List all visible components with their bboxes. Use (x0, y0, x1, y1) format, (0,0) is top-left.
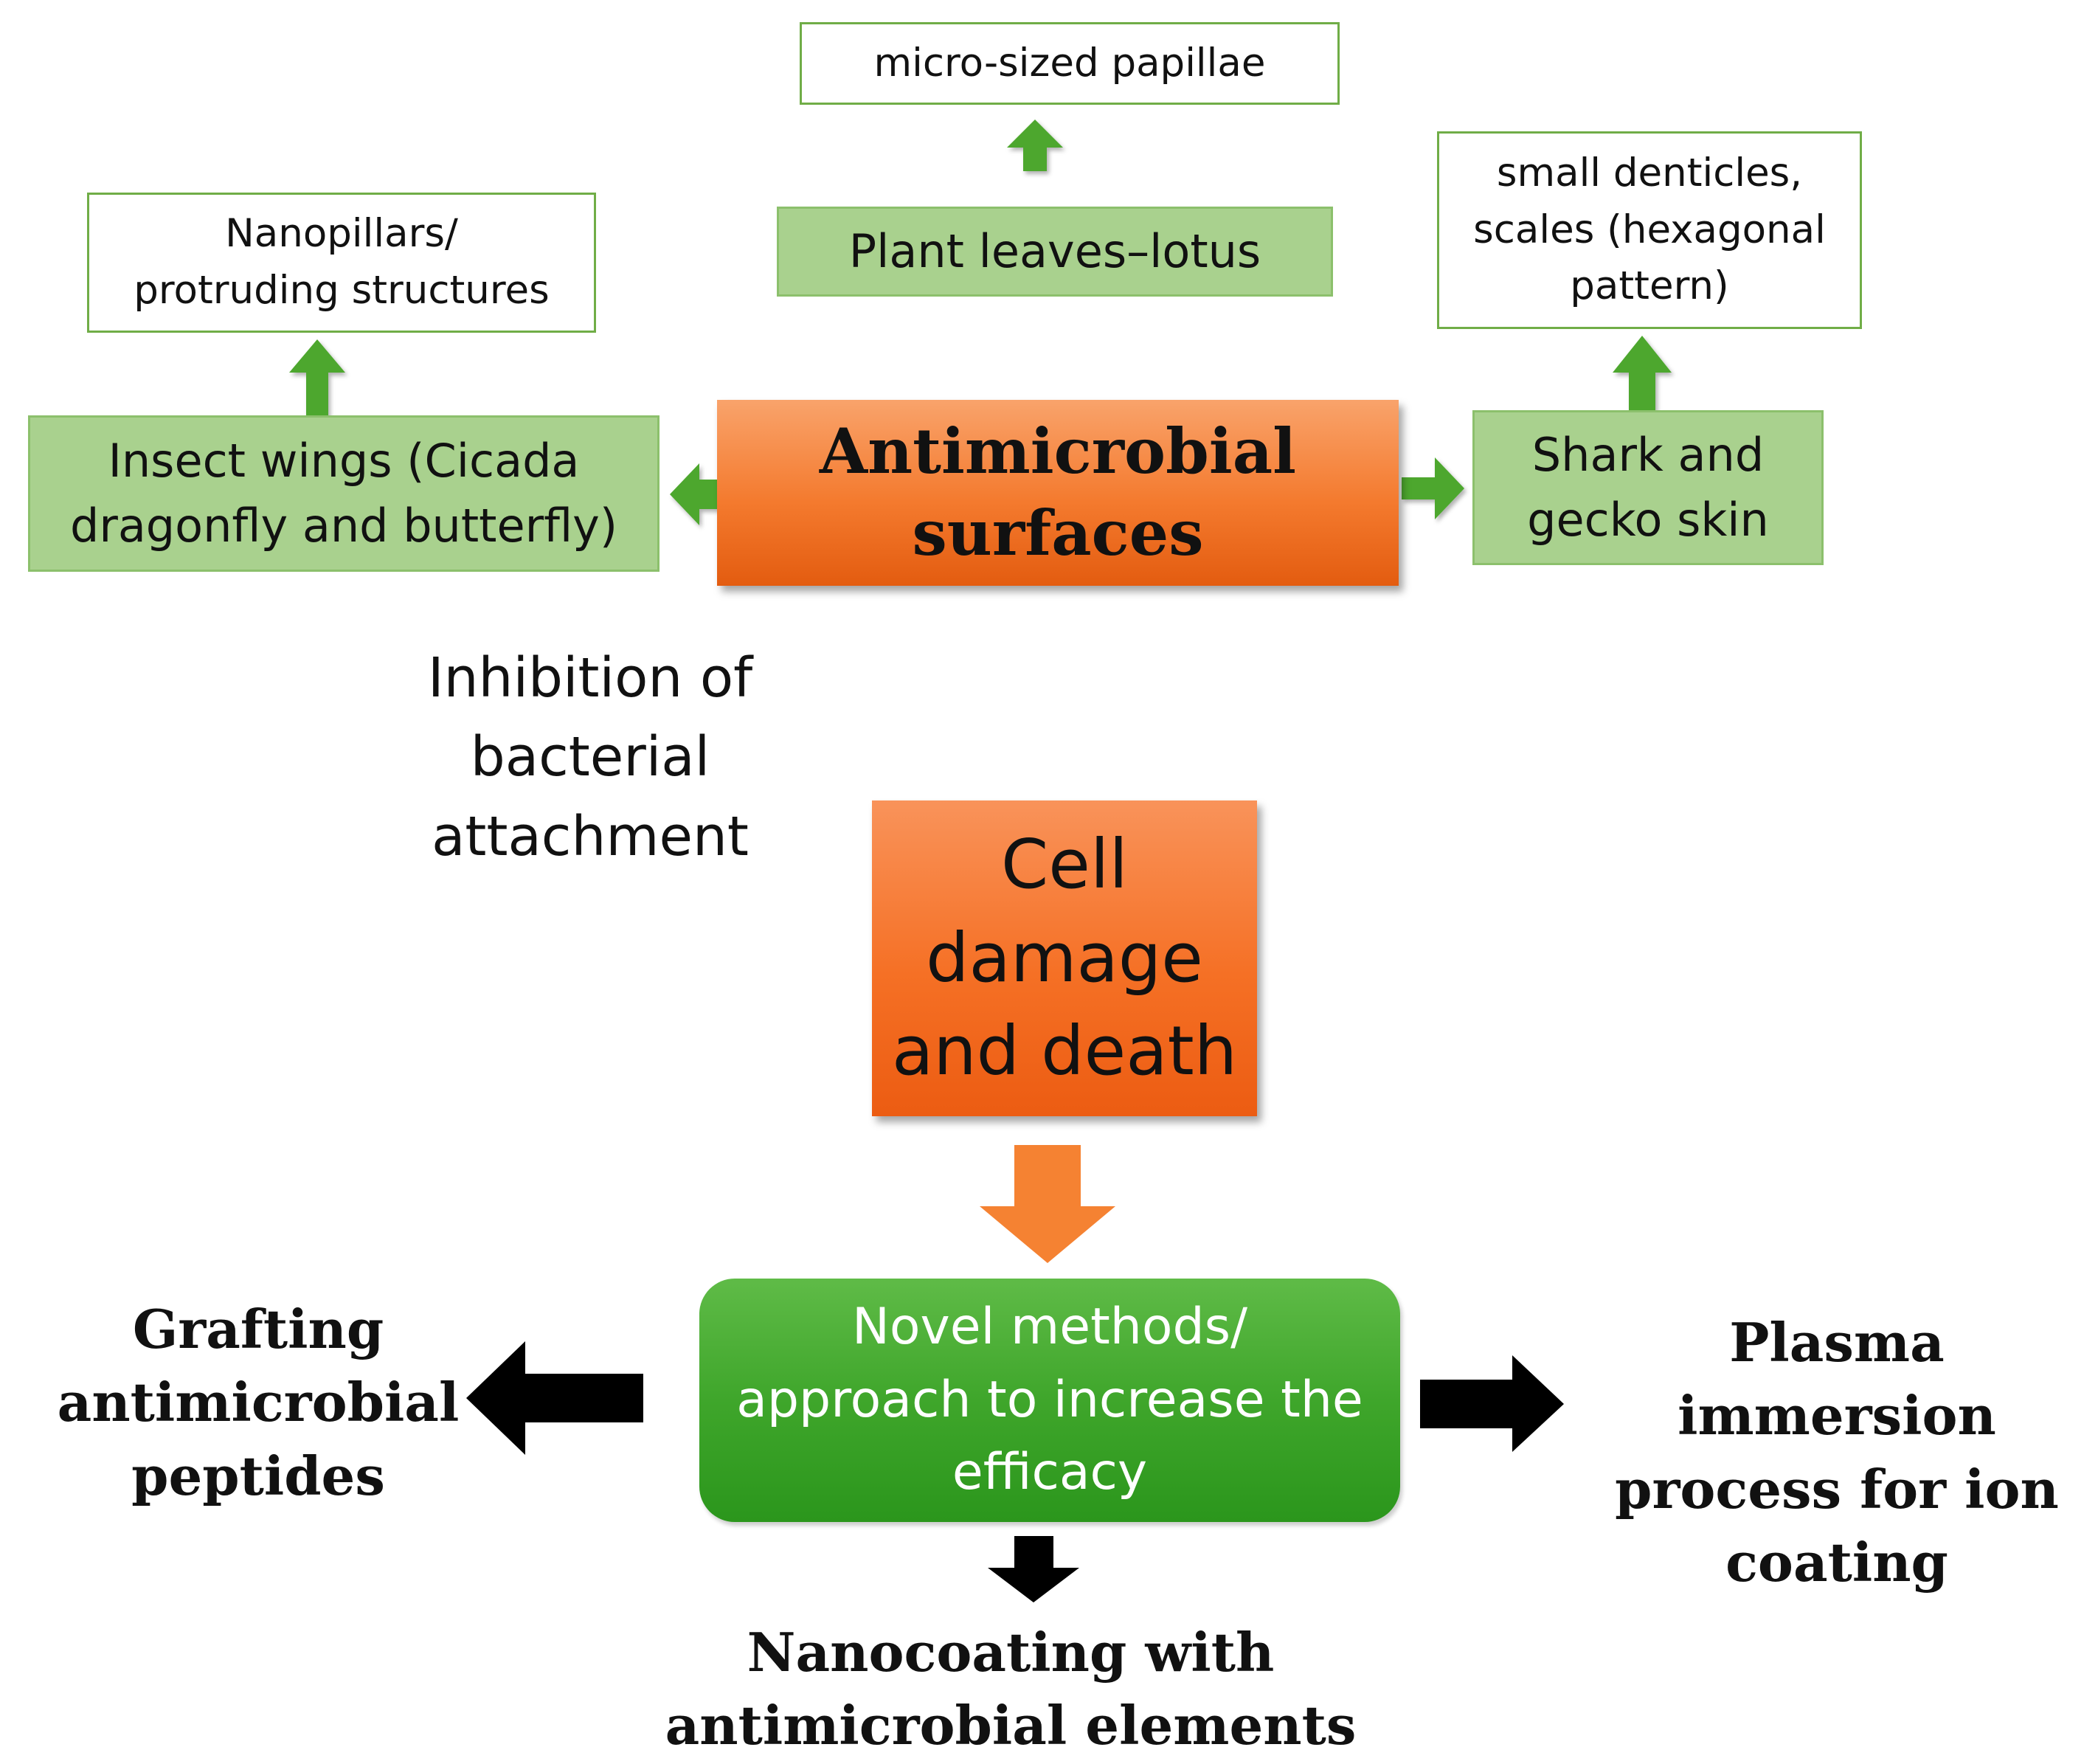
arrow-left-insect (670, 463, 723, 525)
antimicrobial-surfaces-box: Antimicrobial surfaces (717, 400, 1399, 586)
nanocoating-label: Nanocoating with antimicrobial elements (665, 1621, 1357, 1757)
denticles-box: small denticles, scales (hexagonal patte… (1437, 131, 1862, 329)
plasma-label: Plasma immersion process for ion coating (1615, 1311, 2059, 1594)
arrow-right-plasma (1420, 1355, 1564, 1452)
arrow-up-denticles (1613, 336, 1672, 410)
arrow-down-novel (980, 1145, 1115, 1263)
inhibition-label: Inhibition of bacterial attachment (427, 646, 753, 868)
plant-leaves-box: Plant leaves–lotus (777, 207, 1333, 297)
shark-gecko-box: Shark and gecko skin (1472, 410, 1824, 565)
micro-papillae-box: micro-sized papillae (800, 22, 1340, 105)
insect-wings-box: Insect wings (Cicada dragonfly and butte… (28, 415, 659, 572)
nanopillars-box: Nanopillars/ protruding structures (87, 193, 596, 333)
arrow-right-shark (1402, 457, 1464, 519)
cell-damage-box: Cell damage and death (872, 800, 1257, 1116)
grafting-label: Grafting antimicrobial peptides (57, 1298, 460, 1507)
novel-methods-box: Novel methods/ approach to increase the … (699, 1279, 1400, 1522)
arrow-down-nanocoating (988, 1536, 1079, 1602)
arrow-up-nanopillars (289, 339, 345, 417)
arrow-up-papillae (1007, 120, 1063, 171)
arrow-left-grafting (466, 1341, 643, 1455)
